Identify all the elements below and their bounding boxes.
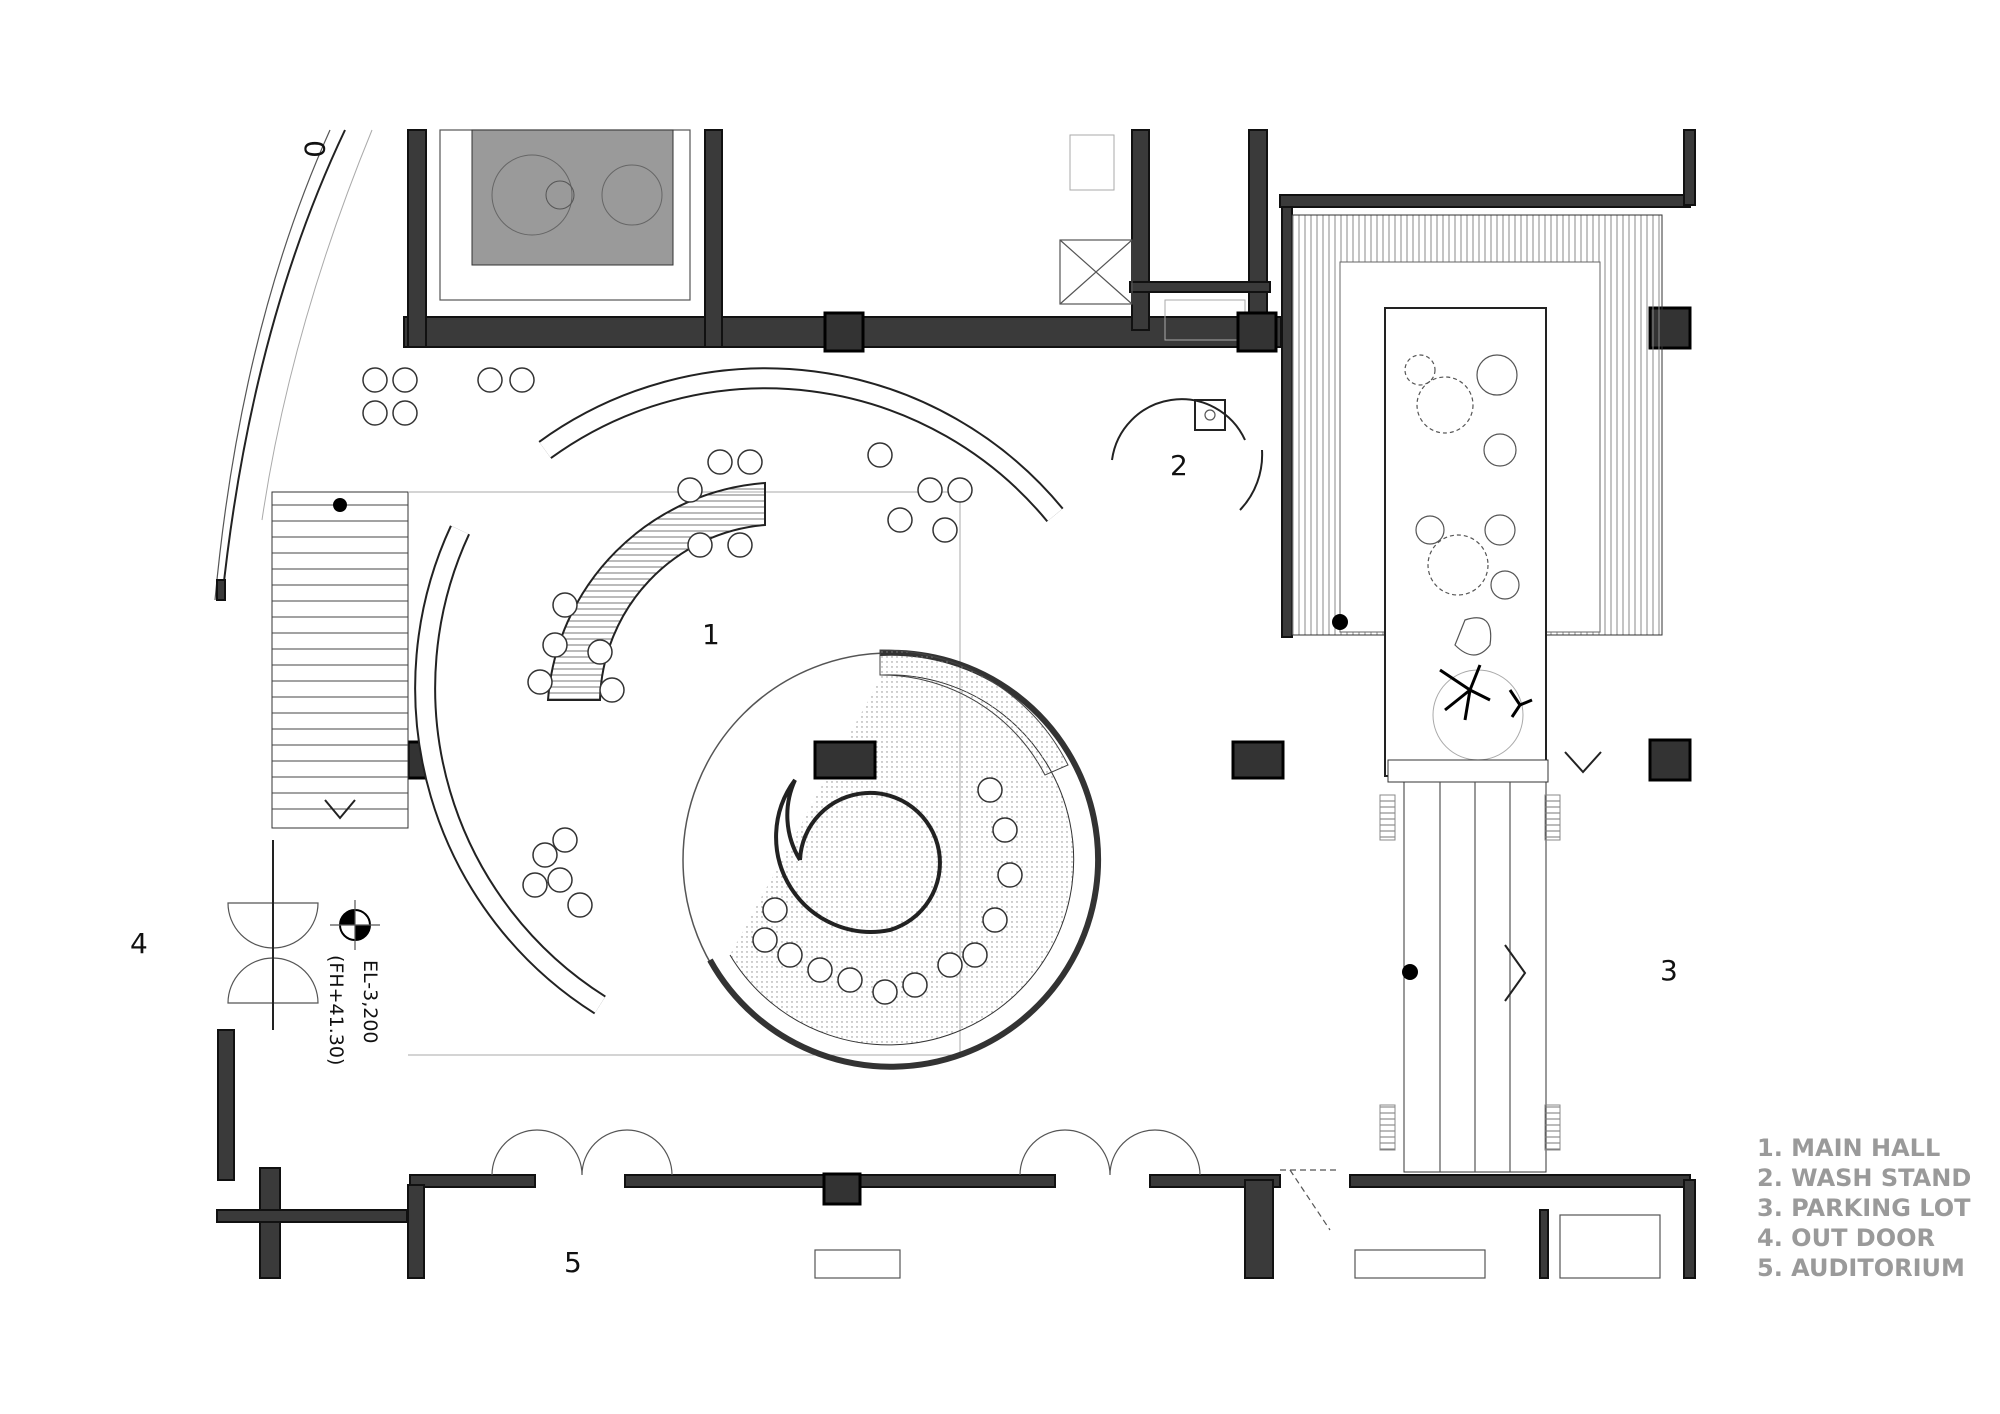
legend: 1. MAIN HALL 2. WASH STAND 3. PARKING LO… [1757, 1133, 1971, 1283]
chair [887, 507, 913, 533]
grid-mark: 0 [298, 140, 331, 158]
legend-item: 3. PARKING LOT [1757, 1194, 1971, 1222]
chair [552, 592, 578, 618]
area-label-auditorium: 5 [564, 1246, 582, 1279]
chair [837, 967, 863, 993]
chair [527, 669, 553, 695]
chair [599, 677, 625, 703]
shaft [1059, 239, 1133, 305]
chair [937, 952, 963, 978]
chair [962, 942, 988, 968]
walkway [1379, 759, 1561, 1173]
chair [997, 862, 1023, 888]
chair [807, 957, 833, 983]
legend-item: 1. MAIN HALL [1757, 1134, 1941, 1162]
area-label-parking-lot: 3 [1660, 954, 1678, 987]
curved-bench [414, 367, 1064, 1015]
chair [762, 897, 788, 923]
skylight [439, 129, 691, 301]
chair [867, 442, 893, 468]
hall-doors [491, 1129, 1661, 1279]
chair [567, 892, 593, 918]
chair [727, 532, 753, 558]
chair [707, 449, 733, 475]
elevation-floor-height: (FH+41.30) [325, 955, 347, 1065]
chairs [362, 367, 1023, 1005]
wash-stand [1111, 398, 1264, 511]
planter [1404, 354, 1533, 761]
chair [477, 367, 503, 393]
area-label-wash-stand: 2 [1170, 449, 1188, 482]
chair [392, 367, 418, 393]
chair [677, 477, 703, 503]
chair [542, 632, 568, 658]
outdoor-door [227, 840, 380, 1030]
chair [362, 367, 388, 393]
chair [547, 867, 573, 893]
chair [982, 907, 1008, 933]
chair [392, 400, 418, 426]
central-round-counter [682, 649, 1102, 1070]
chair [992, 817, 1018, 843]
elevation-level: EL-3,200 [359, 960, 381, 1044]
curved-facade [214, 129, 373, 601]
chair [522, 872, 548, 898]
chair [737, 449, 763, 475]
legend-item: 2. WASH STAND [1757, 1164, 1972, 1192]
chair [687, 532, 713, 558]
chair [902, 972, 928, 998]
chair [777, 942, 803, 968]
chair [932, 517, 958, 543]
area-label-main-hall: 1 [702, 618, 720, 651]
chair [977, 777, 1003, 803]
chair [362, 400, 388, 426]
chair [552, 827, 578, 853]
legend-item: 5. AUDITORIUM [1757, 1254, 1965, 1282]
chair [532, 842, 558, 868]
chair [917, 477, 943, 503]
chair [509, 367, 535, 393]
right-stair [1291, 214, 1663, 777]
chair [947, 477, 973, 503]
chair [587, 639, 613, 665]
bar-counter [546, 481, 766, 701]
chair [752, 927, 778, 953]
left-stair [271, 491, 409, 829]
area-label-out-door: 4 [130, 927, 148, 960]
legend-item: 4. OUT DOOR [1757, 1224, 1935, 1252]
chair [872, 979, 898, 1005]
